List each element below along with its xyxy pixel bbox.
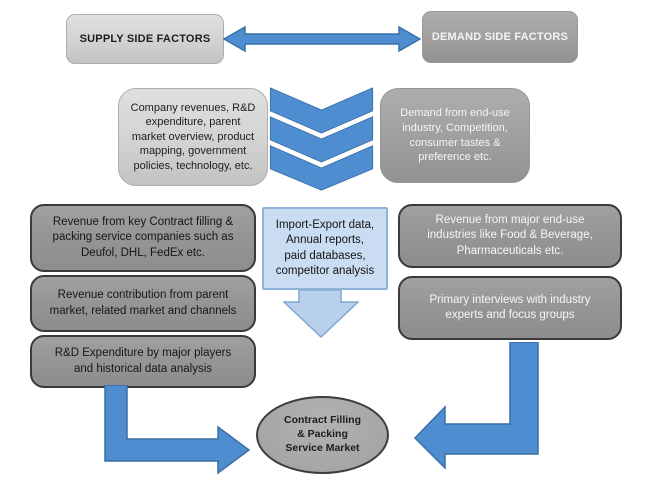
bidirectional-arrow-icon — [223, 26, 421, 52]
chevron-down-icon — [269, 87, 374, 191]
secondary-data-box: Import-Export data, Annual reports, paid… — [262, 207, 388, 290]
supply-detail-text: Company revenues, R&D expenditure, paren… — [130, 101, 256, 172]
rd-expenditure-text: R&D Expenditure by major players and his… — [54, 347, 232, 375]
rd-expenditure-box: R&D Expenditure by major players and his… — [30, 335, 256, 388]
supply-side-factors-label: SUPPLY SIDE FACTORS — [79, 32, 211, 45]
primary-interviews-box: Primary interviews with industry experts… — [398, 276, 622, 340]
left-elbow-arrow-icon — [104, 385, 251, 475]
supply-detail-box: Company revenues, R&D expenditure, paren… — [118, 88, 268, 186]
end-use-revenue-box: Revenue from major end-use industries li… — [398, 204, 622, 268]
end-use-revenue-text: Revenue from major end-use industries li… — [427, 214, 593, 257]
demand-detail-box: Demand from end-use industry, Competitio… — [380, 88, 530, 183]
market-label: Contract Filling & Packing Service Marke… — [284, 414, 361, 454]
supply-side-factors-box: SUPPLY SIDE FACTORS — [66, 14, 224, 64]
secondary-data-text: Import-Export data, Annual reports, paid… — [275, 219, 375, 277]
revenue-parent-market-text: Revenue contribution from parent market,… — [49, 289, 237, 317]
demand-side-factors-box: DEMAND SIDE FACTORS — [422, 11, 578, 63]
revenue-key-companies-text: Revenue from key Contract filling & pack… — [52, 216, 234, 259]
demand-side-factors-label: DEMAND SIDE FACTORS — [431, 30, 569, 43]
down-arrow-icon — [283, 290, 359, 338]
revenue-parent-market-box: Revenue contribution from parent market,… — [30, 275, 256, 332]
revenue-key-companies-box: Revenue from key Contract filling & pack… — [30, 204, 256, 272]
right-elbow-arrow-icon — [413, 342, 539, 470]
market-ellipse: Contract Filling & Packing Service Marke… — [256, 396, 389, 474]
primary-interviews-text: Primary interviews with industry experts… — [429, 293, 591, 321]
demand-detail-text: Demand from end-use industry, Competitio… — [400, 107, 510, 164]
